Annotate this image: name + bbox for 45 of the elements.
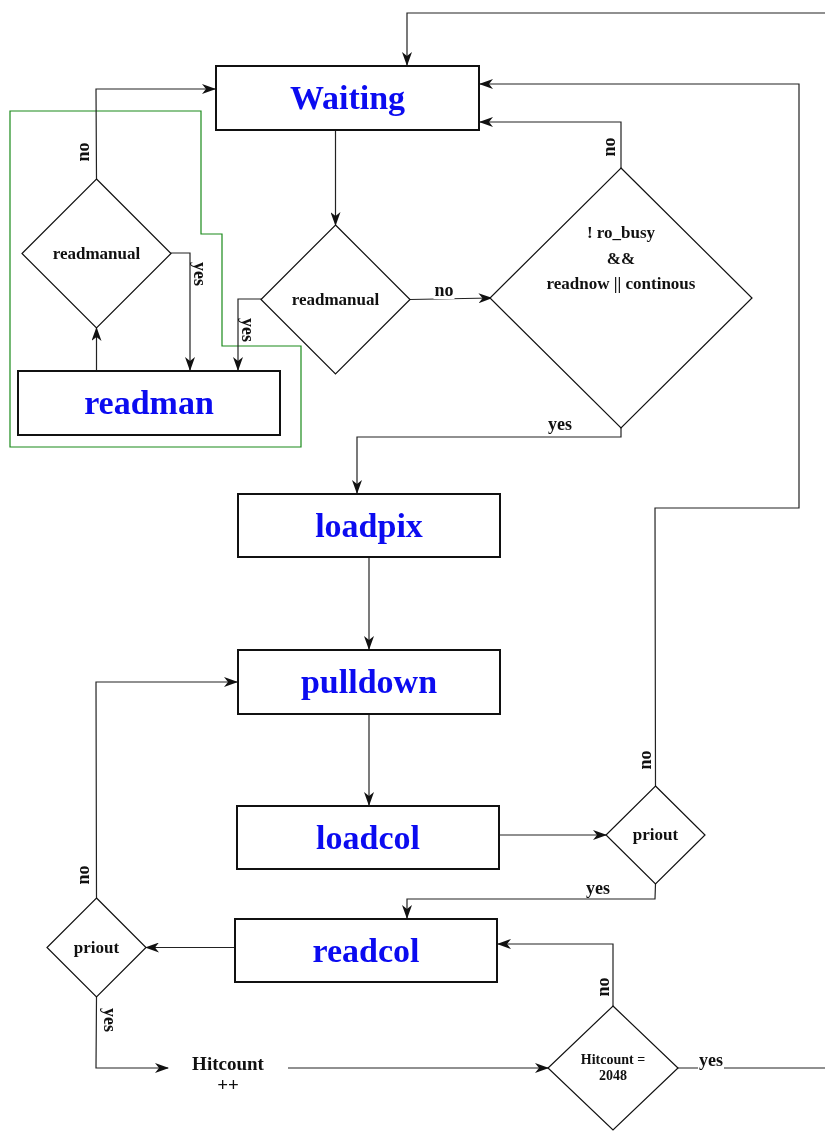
decision-diamond (22, 179, 171, 328)
process-box (237, 493, 501, 558)
arrow (287, 1063, 549, 1073)
condition-label: && (606, 248, 636, 269)
box-label: readman (84, 384, 214, 422)
arrow (364, 557, 374, 650)
arrow (499, 830, 607, 840)
arrow (145, 942, 235, 953)
arrow (352, 427, 622, 494)
arrow (409, 293, 493, 304)
arrow (330, 130, 341, 226)
box-label: readcol (312, 931, 420, 970)
decision-diamond (47, 898, 146, 997)
arrow (479, 117, 622, 169)
box-label: loadcol (316, 818, 420, 857)
arrow (91, 327, 102, 371)
arrow (95, 996, 169, 1073)
arrow (479, 79, 800, 787)
box-label: loadpix (315, 506, 423, 545)
condition-label: readnow || continous (546, 274, 696, 294)
box-label: Waiting (289, 79, 406, 117)
arrow (402, 883, 657, 919)
arrow (364, 714, 374, 806)
condition-label: ! ro_busy (586, 223, 656, 243)
process-box (17, 370, 281, 436)
process-box (234, 918, 498, 983)
condition-label: readmanual (52, 243, 141, 264)
decision-diamond (261, 225, 410, 374)
arrow (402, 12, 825, 66)
arrow (169, 252, 195, 371)
arrow (233, 298, 263, 371)
condition-label: priout (632, 825, 679, 845)
decision-diamond (606, 786, 705, 884)
step-label: Hitcount ++ (191, 1054, 265, 1096)
arrow (95, 84, 216, 180)
process-box (237, 649, 501, 715)
box-label: pulldown (300, 663, 438, 701)
process-box (215, 65, 480, 131)
process-box (236, 805, 500, 870)
condition-label: readmanual (291, 289, 380, 310)
decision-diamond (548, 1006, 678, 1130)
arrow (95, 677, 238, 899)
condition-label: priout (73, 937, 120, 958)
condition-label: Hitcount = 2048 (579, 1051, 647, 1085)
arrow (497, 939, 614, 1007)
